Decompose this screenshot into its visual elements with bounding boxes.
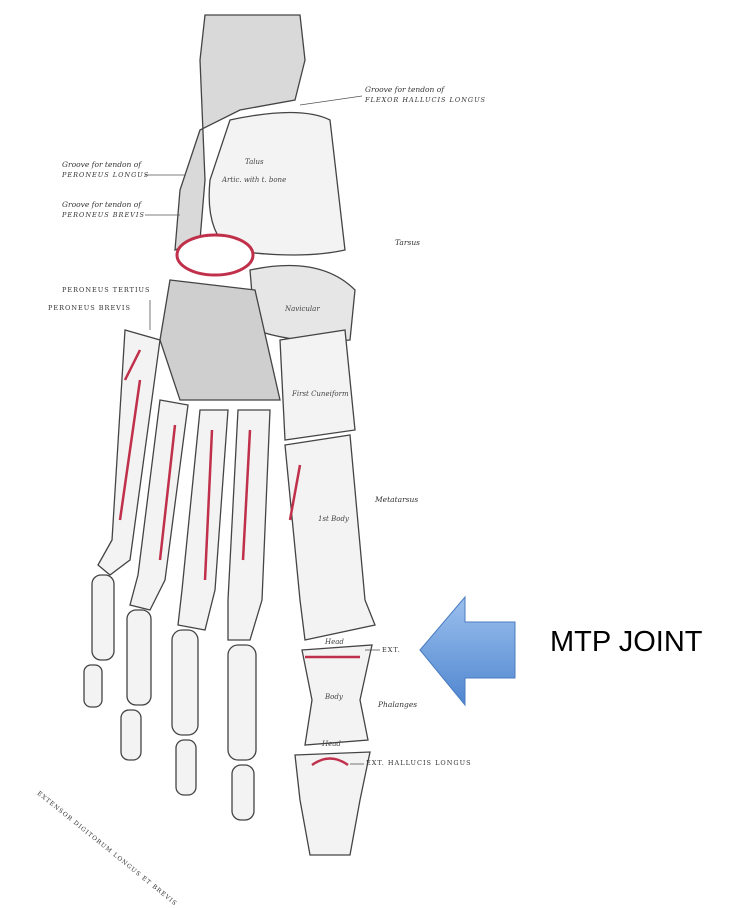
foot-anatomy-diagram: Groove for tendon ofFlexor hallucis long… <box>36 14 703 907</box>
cuboid <box>175 233 255 277</box>
label-peroneus-brevis-groove: Groove for tendon ofPeroneus brevis <box>62 200 145 219</box>
arrow-left-icon <box>419 595 516 707</box>
label-ext: Ext. <box>382 646 401 654</box>
label-peroneus-tertius: Peroneus tertius <box>62 286 151 294</box>
label-head: Head <box>325 638 344 646</box>
phalanx-3 <box>171 629 199 736</box>
label-head-2: Head <box>322 740 341 748</box>
foot-bones-illustration <box>83 14 516 856</box>
calcaneus <box>174 14 306 251</box>
label-tarsus: Tarsus <box>395 238 421 247</box>
navicular-bone <box>249 264 356 342</box>
label-ext-hallucis-longus: Ext. hallucis longus <box>366 759 472 767</box>
metatarsal-1 <box>284 434 376 641</box>
metatarsal-4 <box>129 399 189 611</box>
leader-lines <box>145 95 380 765</box>
phalanx-2 <box>227 644 257 761</box>
label-flexor-groove: Groove for tendon ofFlexor hallucis long… <box>365 85 487 104</box>
tendon-insertions <box>118 349 360 767</box>
phalanx-4 <box>126 609 152 706</box>
phalanx-3-distal <box>175 739 197 796</box>
phalanx-4-distal <box>120 709 142 761</box>
phalanx-2-distal <box>231 764 255 821</box>
label-body: Body <box>325 693 343 701</box>
first-cuneiform-bone <box>279 329 356 441</box>
mtp-joint-callout: MTP JOINT <box>550 626 703 658</box>
talus-bone <box>208 111 346 256</box>
proximal-phalanx-1 <box>301 644 373 746</box>
label-first-body: 1st Body <box>318 515 349 523</box>
label-peroneus-brevis: Peroneus brevis <box>48 304 131 312</box>
label-peroneus-longus-groove: Groove for tendon ofPeroneus longus <box>62 160 150 179</box>
label-navicular: Navicular <box>285 305 320 313</box>
cuneiforms <box>159 279 281 401</box>
phalanx-5 <box>91 574 115 661</box>
label-phalanges: Phalanges <box>378 700 418 709</box>
label-metatarsus: Metatarsus <box>375 495 419 504</box>
label-talus-artic: Artic. with t. bone <box>222 176 287 184</box>
distal-phalanx-1 <box>294 751 371 856</box>
metatarsal-3 <box>177 409 229 631</box>
label-talus: Talus <box>245 158 264 166</box>
metatarsal-2 <box>227 409 271 641</box>
label-first-cuneiform: First Cuneiform <box>292 390 349 398</box>
phalanx-5-distal <box>83 664 103 708</box>
